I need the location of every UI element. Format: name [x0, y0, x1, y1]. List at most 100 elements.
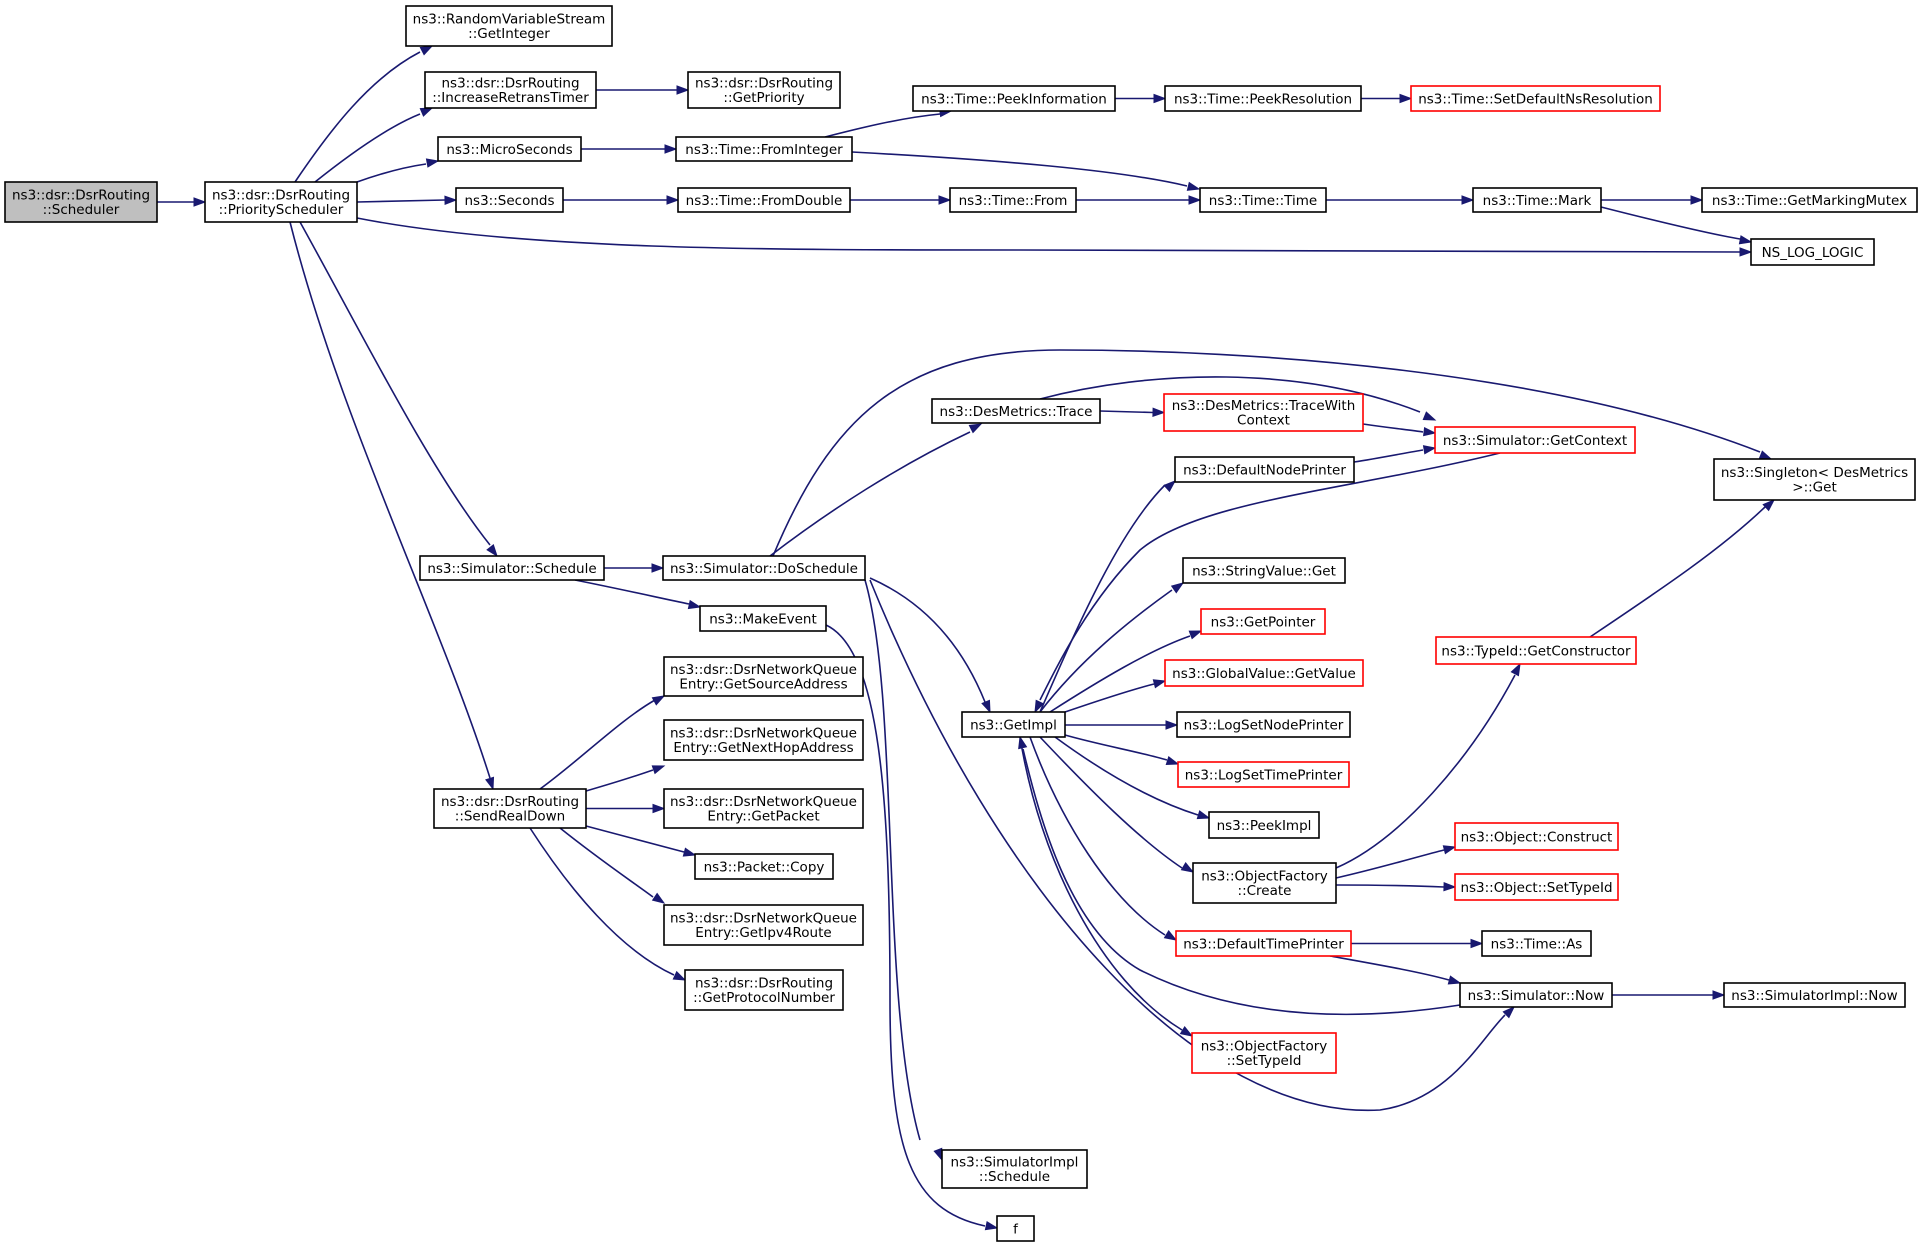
node-label: ns3::Time::From [959, 193, 1068, 209]
node-simulator-schedule[interactable]: ns3::Simulator::Schedule [419, 555, 605, 581]
edge-time_fromdouble-to-time_from [850, 195, 952, 205]
node-default-node-printer[interactable]: ns3::DefaultNodePrinter [1174, 456, 1355, 483]
node-globalvalue-getvalue[interactable]: ns3::GlobalValue::GetValue [1164, 659, 1364, 687]
node-label: ::Create [1238, 883, 1292, 899]
node-label: ns3::dsr::DsrRouting [212, 188, 350, 204]
node-singleton-get[interactable]: ns3::Singleton< DesMetrics >::Get [1713, 458, 1916, 501]
node-typeid-getconstructor[interactable]: ns3::TypeId::GetConstructor [1435, 636, 1637, 665]
arrowhead [933, 1147, 943, 1162]
node-time-peekinformation[interactable]: ns3::Time::PeekInformation [912, 85, 1116, 112]
node-get-protocol-number[interactable]: ns3::dsr::DsrRouting::GetProtocolNumber [684, 969, 844, 1011]
edge-send_real_down-to-get_packet [586, 803, 666, 814]
node-box [675, 136, 853, 162]
node-time-frominteger[interactable]: ns3::Time::FromInteger [675, 136, 853, 162]
node-object-settypeid[interactable]: ns3::Object::SetTypeId [1454, 873, 1619, 901]
node-get-pointer[interactable]: ns3::GetPointer [1200, 608, 1326, 635]
node-box [424, 71, 597, 109]
node-label: ::GetPriority [723, 90, 804, 106]
node-time-getmarkingmutex[interactable]: ns3::Time::GetMarkingMutex [1701, 187, 1918, 213]
node-get-priority[interactable]: ns3::dsr::DsrRouting::GetPriority [687, 71, 841, 109]
node-label: ns3::TypeId::GetConstructor [1441, 643, 1631, 659]
node-time-mark[interactable]: ns3::Time::Mark [1472, 187, 1602, 213]
node-time-time[interactable]: ns3::Time::Time [1199, 187, 1327, 213]
node-object-construct[interactable]: ns3::Object::Construct [1454, 822, 1619, 851]
node-simulatorimpl-now[interactable]: ns3::SimulatorImpl::Now [1723, 982, 1906, 1008]
arrowhead [1712, 990, 1726, 1000]
node-log-set-time-printer[interactable]: ns3::LogSetTimePrinter [1177, 761, 1350, 788]
node-label: ns3::dsr::DsrNetworkQueue [670, 662, 857, 678]
edge-line [1054, 736, 1199, 816]
edge-line [1022, 748, 1461, 1016]
node-objectfactory-create[interactable]: ns3::ObjectFactory::Create [1192, 862, 1337, 904]
edge-get_impl-to-default_time_printer [1029, 736, 1178, 941]
edge-line [1600, 206, 1741, 240]
node-label: ns3::dsr::DsrNetworkQueue [670, 911, 857, 927]
node-get-ipv4-route[interactable]: ns3::dsr::DsrNetworkQueueEntry::GetIpv4R… [663, 904, 864, 946]
node-increase-retrans[interactable]: ns3::dsr::DsrRouting::IncreaseRetransTim… [424, 71, 597, 109]
node-simulator-now[interactable]: ns3::Simulator::Now [1459, 982, 1613, 1008]
node-desmetrics-trace[interactable]: ns3::DesMetrics::Trace [931, 398, 1101, 424]
node-box [1435, 636, 1637, 665]
node-rvs-getinteger[interactable]: ns3::RandomVariableStream::GetInteger [405, 5, 613, 47]
node-box [1200, 608, 1326, 635]
node-time-fromdouble[interactable]: ns3::Time::FromDouble [677, 187, 851, 213]
node-box [1208, 811, 1320, 839]
node-scheduler[interactable]: ns3::dsr::DsrRouting::Scheduler [4, 181, 158, 223]
node-simulator-getcontext[interactable]: ns3::Simulator::GetContext [1434, 426, 1636, 454]
node-label: ns3::Singleton< DesMetrics [1721, 465, 1908, 481]
node-label: ns3::SimulatorImpl::Now [1731, 988, 1897, 1004]
edge-line [585, 825, 685, 853]
node-peek-impl[interactable]: ns3::PeekImpl [1208, 811, 1320, 839]
node-get-impl[interactable]: ns3::GetImpl [961, 711, 1066, 738]
edge-get_impl-to-globalvalue_getvalue [1064, 679, 1167, 713]
edge-line [1049, 635, 1191, 713]
node-seconds[interactable]: ns3::Seconds [455, 187, 564, 213]
edges-layer [157, 45, 1776, 1231]
node-box [1182, 557, 1346, 584]
node-label: ::Scheduler [43, 202, 120, 218]
node-log-set-node-printer[interactable]: ns3::LogSetNodePrinter [1176, 711, 1351, 738]
node-default-time-printer[interactable]: ns3::DefaultTimePrinter [1175, 930, 1352, 957]
arrowhead [1442, 845, 1457, 855]
arrowhead [651, 892, 666, 904]
node-time-peekresolution[interactable]: ns3::Time::PeekResolution [1164, 85, 1362, 112]
arrowhead [1443, 881, 1457, 892]
arrowhead [1165, 756, 1180, 766]
node-time-as[interactable]: ns3::Time::As [1481, 930, 1592, 957]
edge-time_frominteger-to-time_time [851, 151, 1201, 191]
edge-simulator_doschedule-to-simulatorimpl_schedule [864, 579, 943, 1162]
edge-get_impl-to-get_pointer [1049, 630, 1203, 713]
node-packet-copy[interactable]: ns3::Packet::Copy [694, 853, 834, 880]
node-simulatorimpl-schedule[interactable]: ns3::SimulatorImpl::Schedule [941, 1149, 1088, 1189]
node-box [1192, 862, 1337, 904]
node-microseconds[interactable]: ns3::MicroSeconds [437, 136, 582, 162]
edge-objectfactory_create-to-typeid_getconstructor [1335, 662, 1521, 869]
node-get-next-hop-address[interactable]: ns3::dsr::DsrNetworkQueueEntry::GetNextH… [663, 719, 864, 761]
node-ns-log-logic[interactable]: NS_LOG_LOGIC [1750, 238, 1875, 266]
node-stringvalue-get[interactable]: ns3::StringValue::Get [1182, 557, 1346, 584]
edge-scheduler-to-priority_scheduler [157, 197, 207, 207]
node-box [455, 187, 564, 213]
node-make-event[interactable]: ns3::MakeEvent [699, 605, 827, 632]
node-get-source-address[interactable]: ns3::dsr::DsrNetworkQueueEntry::GetSourc… [663, 656, 864, 697]
node-priority-scheduler[interactable]: ns3::dsr::DsrRouting::PriorityScheduler [204, 181, 358, 223]
node-box [1164, 659, 1364, 687]
edge-line [1019, 736, 1183, 1031]
edge-line [356, 199, 446, 203]
arrowhead [419, 45, 434, 56]
edge-line [772, 349, 1761, 557]
node-time-from[interactable]: ns3::Time::From [949, 187, 1077, 213]
node-label: ns3::GetImpl [970, 717, 1057, 733]
node-time-setdefaultns[interactable]: ns3::Time::SetDefaultNsResolution [1410, 85, 1661, 112]
edge-line [1039, 376, 1421, 413]
node-get-packet[interactable]: ns3::dsr::DsrNetworkQueueEntry::GetPacke… [663, 788, 864, 829]
node-simulator-doschedule[interactable]: ns3::Simulator::DoSchedule [662, 555, 866, 581]
node-f[interactable]: f [996, 1215, 1035, 1242]
edge-line [529, 827, 675, 976]
edge-line [869, 579, 1506, 1112]
node-objectfactory-settypeid[interactable]: ns3::ObjectFactory::SetTypeId [1191, 1032, 1337, 1074]
node-box [1163, 393, 1364, 432]
arrowhead [486, 544, 498, 558]
node-send-real-down[interactable]: ns3::dsr::DsrRouting::SendRealDown [433, 788, 587, 829]
